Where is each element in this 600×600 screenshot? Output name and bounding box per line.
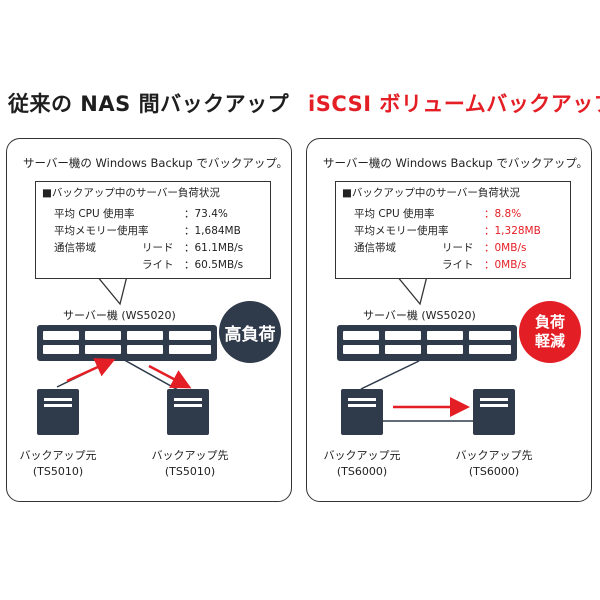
memory-label: 平均メモリー使用率	[54, 225, 149, 237]
left-status-box: ■バックアップ中のサーバー負荷状況 平均 CPU 使用率 ：73.4% 平均メモ…	[35, 181, 271, 279]
right-connections	[360, 360, 473, 422]
bandwidth-label: 通信帯域	[354, 242, 396, 254]
badge-line-1: 負荷	[534, 313, 565, 331]
source-model: (TS6000)	[336, 465, 388, 478]
write-value: ：0MB/s	[484, 259, 527, 271]
write-label: ライト	[142, 259, 174, 271]
read-label: リード	[142, 242, 174, 254]
memory-value: ：1,328MB	[484, 225, 541, 237]
source-label: バックアップ元 (TS6000)	[307, 448, 417, 480]
left-connections	[56, 356, 192, 396]
cpu-label: 平均 CPU 使用率	[54, 208, 135, 220]
right-status-box: ■バックアップ中のサーバー負荷状況 平均 CPU 使用率 ：8.8% 平均メモリ…	[335, 181, 571, 279]
memory-value: ：1,684MB	[184, 225, 241, 237]
left-caption: サーバー機の Windows Backup でバックアップ。	[23, 156, 288, 170]
server-icon	[37, 325, 217, 361]
dest-nas-icon	[473, 389, 515, 435]
dest-nas-icon	[167, 389, 209, 435]
cpu-value: ：73.4%	[184, 208, 228, 220]
read-label: リード	[442, 242, 474, 254]
source-label: バックアップ元 (TS5010)	[3, 448, 113, 480]
source-name: バックアップ元	[19, 449, 97, 462]
cpu-value: ：8.8%	[484, 208, 522, 220]
memory-label: 平均メモリー使用率	[354, 225, 449, 237]
left-title: 従来の NAS 間バックアップ	[8, 92, 290, 116]
badge-line-2: 軽減	[534, 332, 565, 350]
read-value: ：61.1MB/s	[184, 242, 244, 254]
dest-name: バックアップ先	[455, 449, 533, 462]
read-value: ：0MB/s	[484, 242, 527, 254]
write-label: ライト	[442, 259, 474, 271]
dest-name: バックアップ先	[151, 449, 229, 462]
server-label: サーバー機 (WS5020)	[363, 309, 476, 322]
dest-model: (TS5010)	[164, 465, 216, 478]
write-value: ：60.5MB/s	[184, 259, 244, 271]
server-icon	[337, 325, 517, 361]
source-name: バックアップ元	[323, 449, 401, 462]
right-caption: サーバー機の Windows Backup でバックアップ。	[323, 156, 588, 170]
left-panel: サーバー機の Windows Backup でバックアップ。 ■バックアップ中の…	[6, 138, 292, 502]
load-reduced-badge: 負荷 軽減	[519, 301, 581, 363]
cpu-label: 平均 CPU 使用率	[354, 208, 435, 220]
status-header: ■バックアップ中のサーバー負荷状況	[42, 187, 220, 199]
source-nas-icon	[37, 389, 79, 435]
dest-label: バックアップ先 (TS5010)	[135, 448, 245, 480]
dest-model: (TS6000)	[468, 465, 520, 478]
source-nas-icon	[341, 389, 383, 435]
status-header: ■バックアップ中のサーバー負荷状況	[342, 187, 520, 199]
high-load-badge: 高負荷	[219, 301, 281, 363]
source-model: (TS5010)	[32, 465, 84, 478]
dest-label: バックアップ先 (TS6000)	[439, 448, 549, 480]
right-title: iSCSI ボリュームバックアップ	[308, 92, 600, 116]
server-label: サーバー機 (WS5020)	[63, 309, 176, 322]
bandwidth-label: 通信帯域	[54, 242, 96, 254]
right-panel: サーバー機の Windows Backup でバックアップ。 ■バックアップ中の…	[306, 138, 592, 502]
